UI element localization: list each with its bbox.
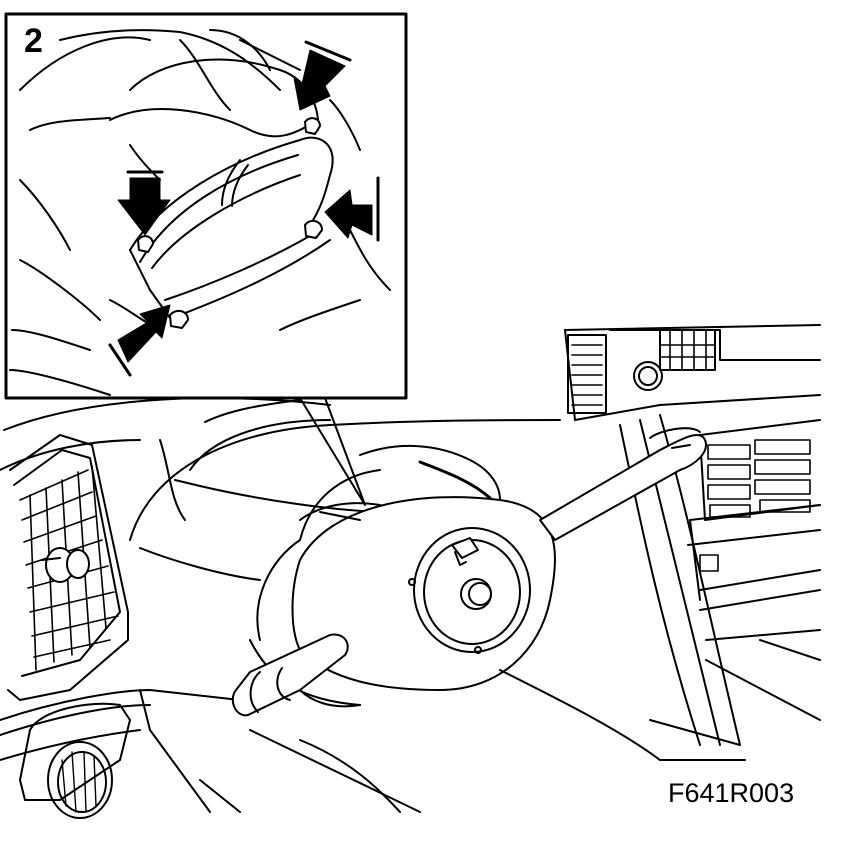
switch-housing bbox=[249, 496, 556, 706]
step-number: 2 bbox=[24, 22, 43, 60]
radio-knob bbox=[633, 361, 663, 391]
wiper-stalk bbox=[539, 427, 707, 541]
arrow-icon bbox=[108, 40, 380, 377]
left-air-vent bbox=[7, 434, 129, 701]
instrument-hood bbox=[129, 419, 561, 541]
column-shroud bbox=[359, 445, 501, 501]
figure-code: F641R003 bbox=[668, 778, 795, 808]
indicator-stalk bbox=[231, 633, 361, 717]
clip-icon bbox=[137, 117, 323, 329]
center-console bbox=[564, 324, 821, 746]
dashboard-scene bbox=[0, 324, 821, 819]
detail-inset bbox=[4, 12, 408, 400]
round-air-vent bbox=[19, 702, 131, 819]
callout-leader bbox=[299, 397, 366, 506]
